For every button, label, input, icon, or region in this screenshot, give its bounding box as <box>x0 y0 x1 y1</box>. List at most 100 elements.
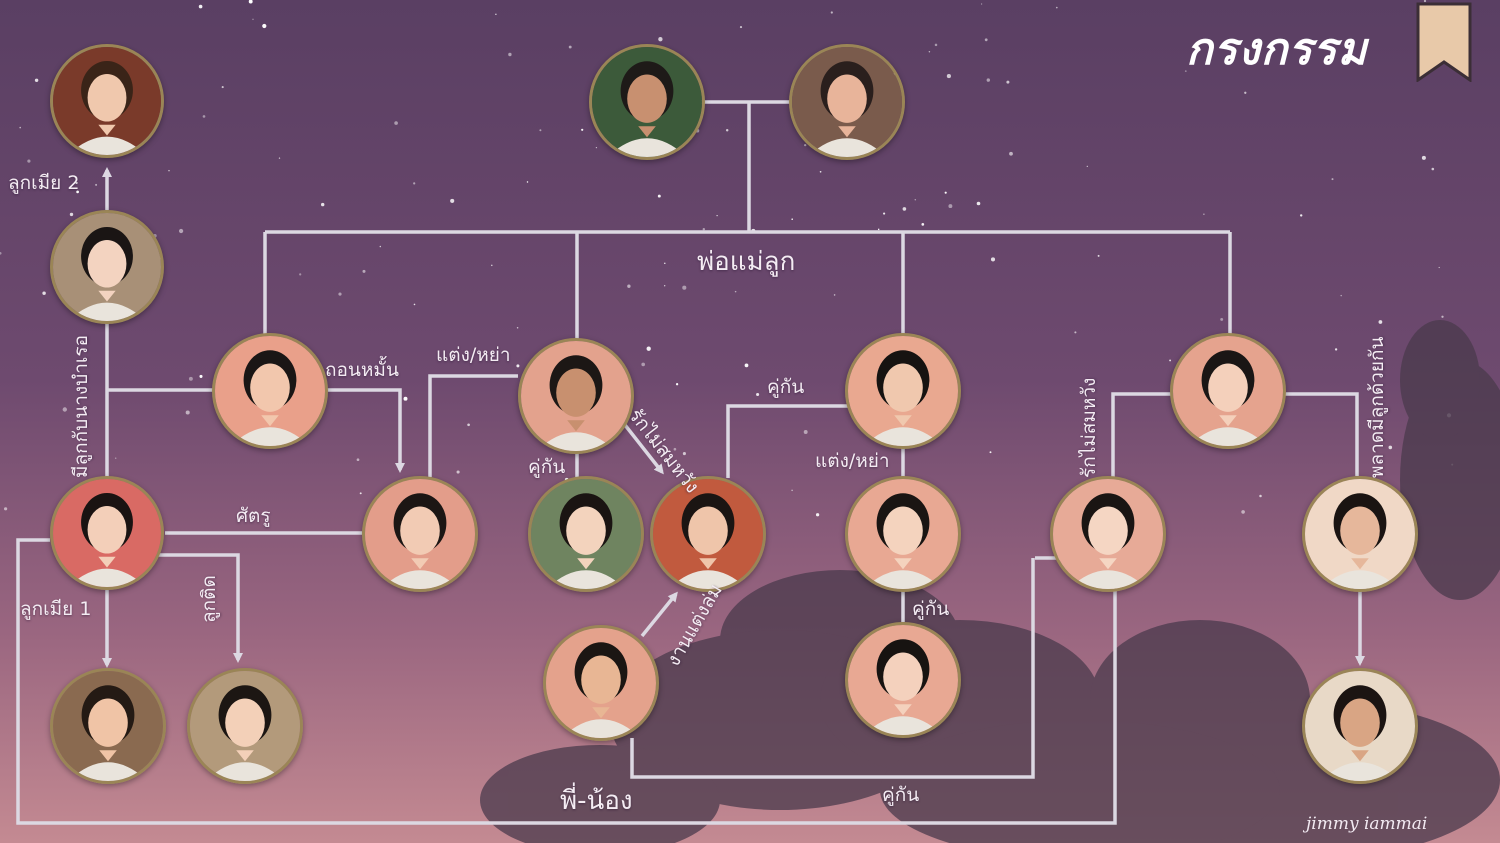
star <box>450 198 455 203</box>
star <box>495 13 497 15</box>
avatar-second-son[interactable] <box>518 338 634 454</box>
star <box>1388 445 1393 450</box>
star <box>199 374 203 378</box>
star <box>948 204 953 209</box>
label-couple-3: คู่กัน <box>912 598 950 620</box>
star <box>716 214 718 217</box>
portrait-icon <box>792 47 902 157</box>
star <box>1423 0 1427 3</box>
star <box>456 470 460 474</box>
star <box>299 273 302 276</box>
star <box>19 126 22 129</box>
star <box>1241 510 1245 514</box>
portrait-icon <box>592 47 702 157</box>
star <box>379 245 382 248</box>
star <box>815 513 820 517</box>
star <box>934 43 938 47</box>
star <box>702 227 706 231</box>
avatar-boy-blue[interactable] <box>50 668 166 784</box>
star <box>1421 155 1426 160</box>
label-couple-1: คู่กัน <box>528 456 566 478</box>
star <box>791 489 793 492</box>
star <box>1169 359 1172 362</box>
label-illegitimate-child: ลูกติด <box>198 575 220 623</box>
star <box>725 129 729 132</box>
star <box>581 128 584 131</box>
star <box>467 423 470 427</box>
star <box>198 4 203 9</box>
star <box>658 37 663 42</box>
portrait-icon <box>365 479 475 589</box>
star <box>595 147 598 149</box>
star <box>338 292 342 296</box>
star <box>682 452 686 456</box>
star <box>877 228 880 231</box>
star <box>944 191 947 194</box>
star <box>833 294 836 296</box>
star <box>178 228 184 234</box>
star <box>1244 91 1247 94</box>
star <box>69 212 74 217</box>
star <box>1438 266 1440 269</box>
star <box>682 285 687 290</box>
star <box>883 212 886 215</box>
star <box>413 182 416 185</box>
star <box>221 86 224 89</box>
avatar-left-wife[interactable] <box>50 476 164 590</box>
avatar-concubine[interactable] <box>50 210 164 324</box>
star <box>984 38 988 42</box>
avatar-rival-woman[interactable] <box>362 476 478 592</box>
avatar-third-son[interactable] <box>845 333 961 449</box>
label-siblings: พี่-น้อง <box>560 786 633 816</box>
avatar-center-woman[interactable] <box>650 476 766 592</box>
portrait-icon <box>653 479 763 589</box>
star <box>656 434 660 438</box>
star <box>657 194 661 198</box>
avatar-braided-girl[interactable] <box>528 476 644 592</box>
star <box>1006 80 1010 84</box>
star <box>248 0 253 4</box>
portrait-icon <box>215 336 325 446</box>
star <box>1086 165 1088 168</box>
avatar-right-woman[interactable] <box>1050 476 1166 592</box>
avatar-officer[interactable] <box>543 625 659 741</box>
star <box>262 23 267 29</box>
star <box>413 303 416 306</box>
star <box>664 262 666 265</box>
star <box>819 170 822 173</box>
star <box>921 223 925 226</box>
star <box>394 121 398 125</box>
avatar-girl-top-left[interactable] <box>50 44 164 158</box>
star <box>114 457 117 459</box>
tree-silhouettes <box>480 320 1500 843</box>
star <box>168 169 170 172</box>
star <box>989 451 992 454</box>
label-wife2-child: ลูกเมีย 2 <box>8 172 80 194</box>
star <box>1431 167 1435 171</box>
star <box>75 181 78 185</box>
avatar-bottom-man[interactable] <box>845 622 961 738</box>
star <box>928 50 931 53</box>
star <box>1378 320 1383 324</box>
label-married-divorced-2: แต่ง/หย่า <box>815 450 890 472</box>
avatar-third-son-wife[interactable] <box>845 476 961 592</box>
avatar-far-right-woman[interactable] <box>1302 476 1418 592</box>
star <box>185 410 190 415</box>
avatar-boy-white[interactable] <box>187 668 303 784</box>
bookmark-icon <box>1416 2 1472 82</box>
artist-signature: jimmy iammai <box>1306 814 1428 834</box>
label-couple-2: คู่กัน <box>767 376 805 398</box>
star <box>1441 315 1444 318</box>
avatar-father[interactable] <box>589 44 705 160</box>
star <box>188 376 193 381</box>
avatar-youngest-son[interactable] <box>1170 333 1286 449</box>
portrait-icon <box>848 625 958 735</box>
star <box>34 78 39 83</box>
portrait-icon <box>1053 479 1163 589</box>
star <box>756 392 760 397</box>
avatar-girl-bottom-right[interactable] <box>1302 668 1418 784</box>
portrait-icon <box>1173 336 1283 446</box>
star <box>321 202 325 207</box>
avatar-mother[interactable] <box>789 44 905 160</box>
avatar-eldest-son[interactable] <box>212 333 328 449</box>
